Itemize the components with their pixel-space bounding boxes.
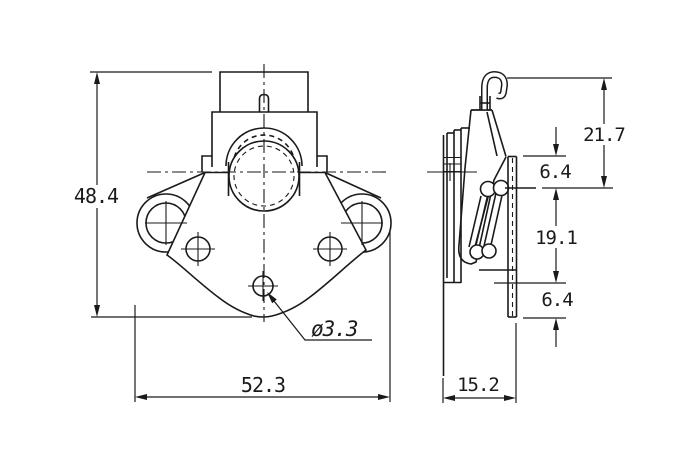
crosshair-bottom-hole bbox=[248, 271, 278, 301]
wire-hook bbox=[471, 70, 509, 111]
side-view bbox=[427, 70, 536, 376]
dim-label-width: 52.3 bbox=[241, 373, 285, 397]
dim-label-slot: 19.1 bbox=[535, 227, 577, 249]
side-crosshair bbox=[427, 163, 477, 181]
dim-label-hole: ø3.3 bbox=[311, 317, 358, 341]
upper-block bbox=[211, 111, 318, 167]
dim-label-depth: 15.2 bbox=[457, 374, 499, 396]
right-top-slant bbox=[324, 171, 382, 199]
dim-label-upper-gap: 6.4 bbox=[539, 161, 571, 183]
dimension-lower-gap-6-4: 6.4 bbox=[523, 289, 574, 347]
keeper-plate bbox=[479, 155, 536, 318]
crosshair-right-ear bbox=[341, 201, 383, 245]
dimension-width-52-3: 52.3 bbox=[134, 232, 391, 402]
dome-arc-hidden bbox=[232, 134, 296, 167]
crosshair-right-hole bbox=[313, 232, 347, 266]
dimension-depth-15-2: 15.2 bbox=[442, 323, 517, 403]
dim-label-height: 48.4 bbox=[74, 184, 119, 208]
spring-linkage bbox=[468, 179, 510, 260]
lever-arm bbox=[464, 109, 507, 169]
latch-body-plate bbox=[165, 171, 368, 318]
left-flange bbox=[201, 155, 212, 172]
crosshair-left-hole bbox=[181, 232, 215, 266]
front-view bbox=[136, 64, 392, 322]
hole-diameter-callout: ø3.3 bbox=[267, 292, 372, 341]
dim-label-lower-gap: 6.4 bbox=[541, 289, 573, 311]
left-top-slant bbox=[146, 171, 206, 199]
barrel-circle-hidden bbox=[233, 145, 295, 207]
dimension-top-21-7: 21.7 bbox=[507, 77, 626, 188]
dim-label-top: 21.7 bbox=[583, 124, 625, 146]
dimension-slot-19-1: 19.1 bbox=[494, 188, 578, 284]
dimension-upper-gap-6-4: 6.4 bbox=[523, 127, 613, 189]
right-flange bbox=[317, 155, 328, 172]
dimension-height-48-4: 48.4 bbox=[74, 71, 252, 318]
crosshair-left-ear bbox=[145, 201, 187, 245]
leader-arrowhead bbox=[267, 292, 277, 304]
leader-line bbox=[273, 300, 372, 341]
